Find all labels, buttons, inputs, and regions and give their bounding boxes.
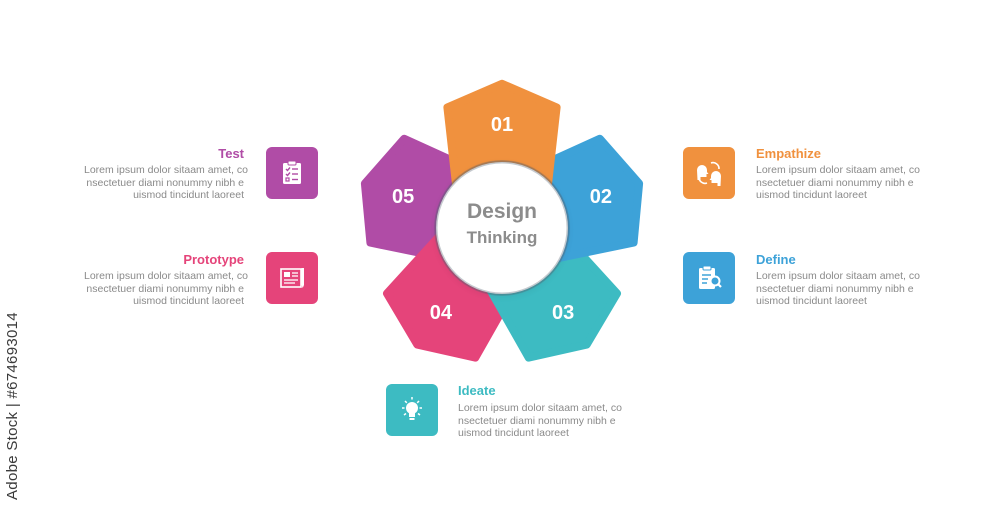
empathize-icon-box — [683, 147, 735, 199]
petal-number-04: 04 — [430, 302, 453, 324]
petal-number-05: 05 — [392, 186, 414, 208]
stock-watermark: Adobe Stock | #674693014 — [4, 312, 21, 500]
ideate-icon-box — [386, 384, 438, 436]
empathize-title: Empathize — [756, 146, 822, 161]
prototype-title: Prototype — [183, 252, 244, 267]
prototype-icon-box — [266, 252, 318, 304]
center-circle — [434, 160, 570, 296]
petal-number-01: 01 — [491, 114, 513, 136]
petal-number-02: 02 — [590, 186, 612, 208]
define-icon-box — [683, 252, 735, 304]
checklist-icon — [283, 160, 301, 184]
center-title-thinking: Thinking — [466, 228, 538, 247]
lightbulb-icon — [402, 397, 422, 420]
blueprint-icon — [280, 268, 304, 288]
clipboard-search-icon — [699, 265, 722, 289]
empathy-heads-icon — [697, 161, 721, 186]
test-title: Test — [218, 146, 244, 161]
ideate-title: Ideate — [458, 383, 496, 398]
define-title: Define — [756, 252, 796, 267]
center-title-design: Design — [466, 200, 537, 223]
petal-number-03: 03 — [552, 302, 574, 324]
test-icon-box — [266, 147, 318, 199]
